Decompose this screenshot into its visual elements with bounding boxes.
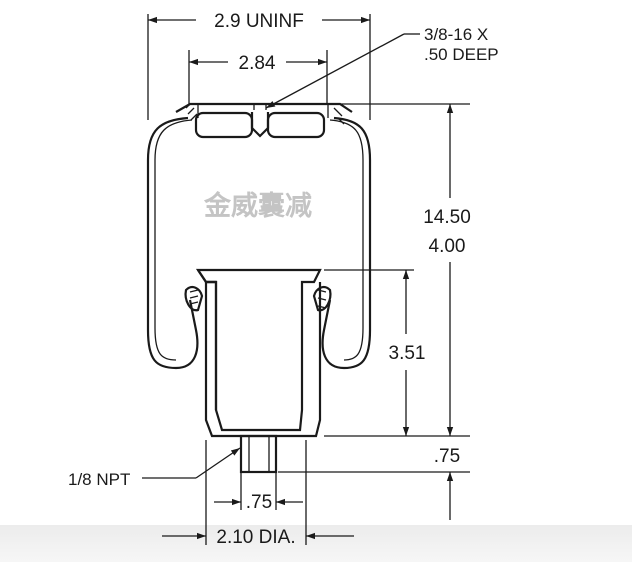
piston	[184, 268, 332, 438]
label-mount-spacing: 2.84	[239, 53, 276, 74]
bottom-band	[0, 525, 632, 562]
label-base-diameter: 2.10 DIA.	[216, 527, 295, 548]
label-thread-line1: 3/8-16 X	[424, 25, 488, 44]
label-port: 1/8 NPT	[68, 470, 130, 489]
dim-base-diameter	[162, 440, 354, 545]
label-thread-line2: .50 DEEP	[424, 45, 499, 64]
dim-piston-height	[324, 269, 470, 437]
watermark-text: 金威囊减	[203, 190, 312, 222]
rubber-bellows	[146, 116, 372, 370]
bottom-stud	[239, 434, 278, 474]
dim-overall-height	[336, 103, 470, 436]
label-stud-width: .75	[246, 492, 272, 513]
dim-thread-leader	[265, 33, 420, 109]
top-bead-plate	[175, 102, 353, 139]
label-piston-height: 3.51	[389, 343, 426, 364]
dim-port-leader	[142, 447, 241, 479]
dim-stud-width	[214, 472, 303, 510]
dim-base-offset	[278, 471, 470, 520]
dim-mount-spacing	[188, 50, 328, 104]
label-top-width: 2.9 UNINF	[214, 11, 304, 32]
dim-top-width	[147, 14, 371, 120]
label-base-offset: .75	[434, 446, 460, 467]
label-height-min: 4.00	[429, 236, 466, 257]
label-height-max: 14.50	[423, 207, 471, 228]
